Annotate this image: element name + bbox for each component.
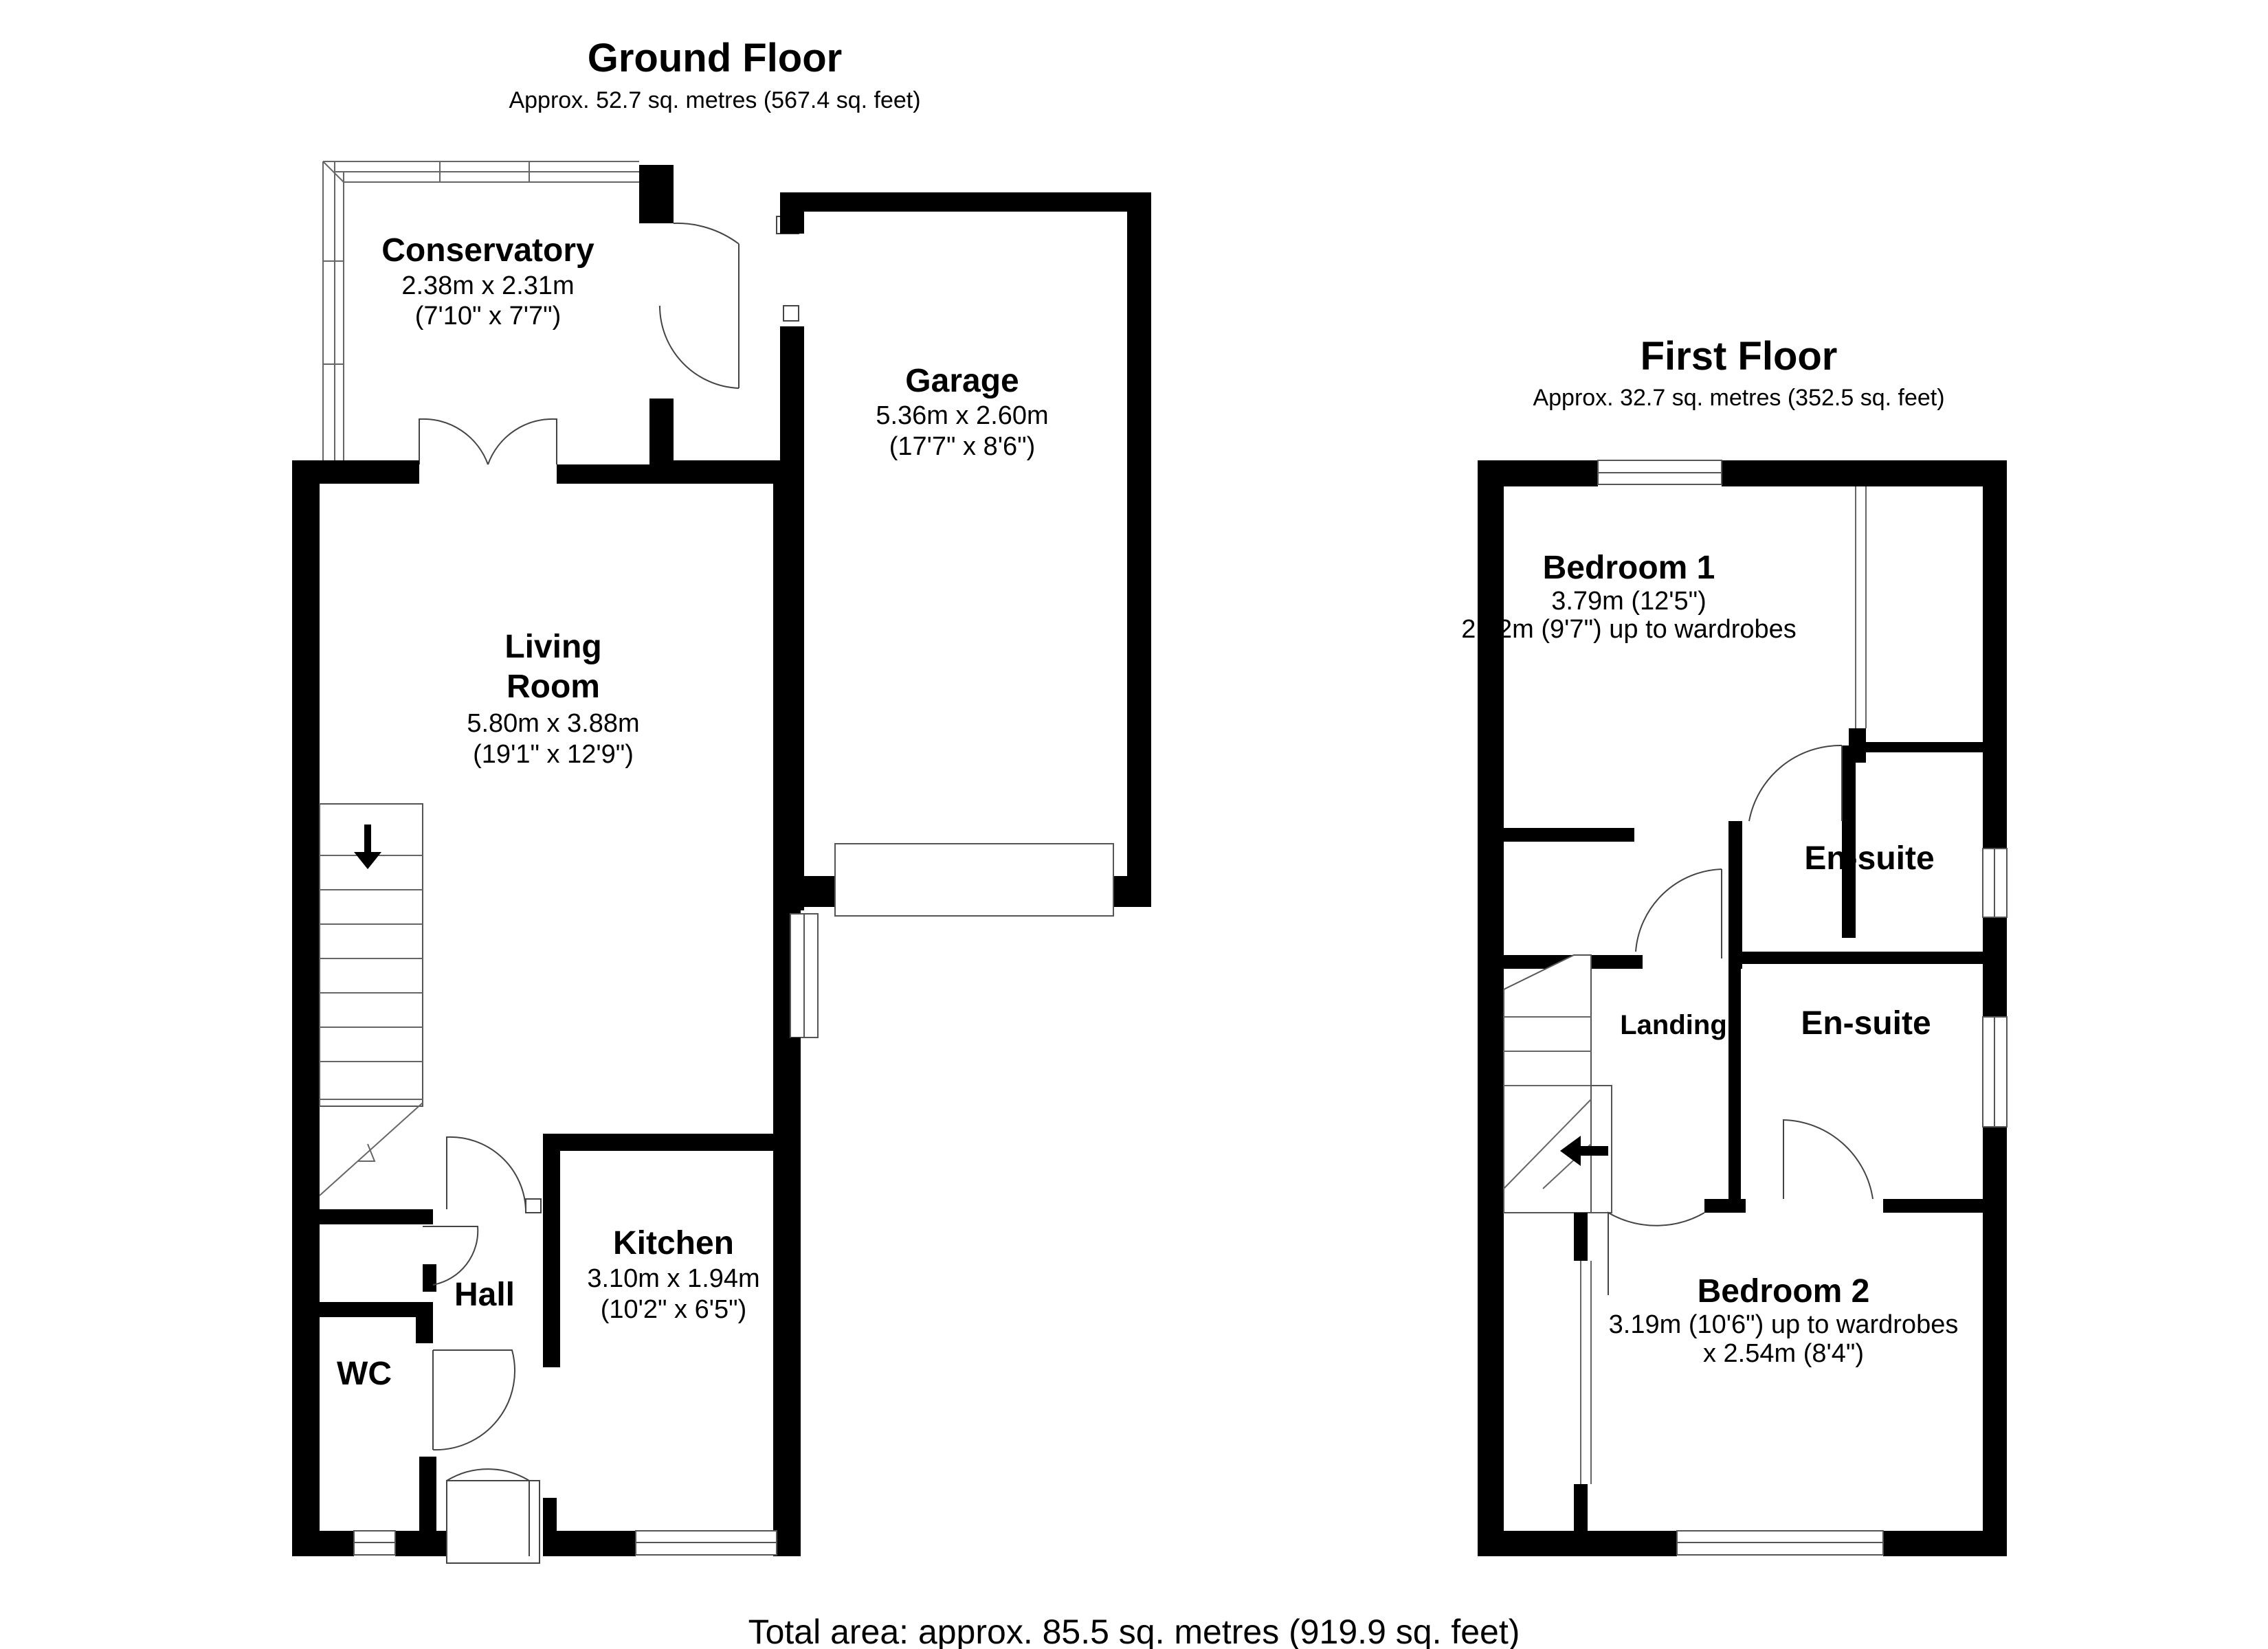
bedroom1-name: Bedroom 1 xyxy=(1543,550,1715,586)
bedroom2-window xyxy=(1676,1530,1884,1556)
staircase-ground xyxy=(319,803,423,1196)
bedroom2-name: Bedroom 2 xyxy=(1698,1273,1870,1310)
bedroom1-dim-line1: 3.79m (12'5") xyxy=(1551,587,1706,616)
conservatory-glazing xyxy=(322,161,639,464)
living-room-window xyxy=(790,913,819,1038)
wc-name: WC xyxy=(337,1356,392,1392)
first-floor-title: First Floor xyxy=(1641,334,1838,379)
conservatory-dim-imperial: (7'10" x 7'7") xyxy=(415,302,562,330)
kitchen-dim-metric: 3.10m x 1.94m xyxy=(587,1264,759,1293)
ensuite-upper-window xyxy=(1982,848,2008,918)
wc-window xyxy=(353,1530,396,1556)
ensuite-lower-window xyxy=(1982,1016,2008,1128)
bedroom2-dim-line2: x 2.54m (8'4") xyxy=(1703,1339,1864,1368)
ensuite-upper-name: En-suite xyxy=(1804,840,1934,877)
garage-name: Garage xyxy=(905,363,1019,399)
living-room-name-line2: Room xyxy=(507,669,600,705)
garage-dim-metric: 5.36m x 2.60m xyxy=(876,401,1048,430)
ensuite-lower-name: En-suite xyxy=(1801,1005,1931,1042)
stair-arrow-icon xyxy=(354,824,381,869)
ground-floor-title: Ground Floor xyxy=(588,36,843,80)
garage-door xyxy=(834,843,1114,917)
hall-name: Hall xyxy=(454,1277,515,1313)
landing-name: Landing xyxy=(1620,1010,1727,1040)
kitchen-name: Kitchen xyxy=(613,1225,734,1261)
staircase-first xyxy=(1503,954,1612,1213)
stair-arrow-icon xyxy=(1560,1136,1608,1166)
first-floor-plan xyxy=(1478,460,2008,1556)
ground-floor-plan xyxy=(292,161,1151,1564)
ground-floor-area: Approx. 52.7 sq. metres (567.4 sq. feet) xyxy=(509,87,920,113)
bedroom2-dim-line1: 3.19m (10'6") up to wardrobes xyxy=(1609,1310,1959,1339)
garage-dim-imperial: (17'7" x 8'6") xyxy=(889,432,1036,461)
kitchen-window xyxy=(635,1530,777,1556)
conservatory-name: Conservatory xyxy=(381,232,594,269)
first-floor-area: Approx. 32.7 sq. metres (352.5 sq. feet) xyxy=(1533,385,1944,411)
kitchen-dim-imperial: (10'2" x 6'5") xyxy=(601,1295,747,1324)
bedroom1-window xyxy=(1597,460,1722,485)
living-room-dim-metric: 5.80m x 3.88m xyxy=(467,709,639,738)
total-area: Total area: approx. 85.5 sq. metres (919… xyxy=(748,1613,1520,1649)
living-room-dim-imperial: (19'1" x 12'9") xyxy=(473,740,634,769)
bedroom1-dim-line2: 2.92m (9'7") up to wardrobes xyxy=(1461,615,1797,644)
living-room-name-line1: Living xyxy=(504,629,601,665)
conservatory-dim-metric: 2.38m x 2.31m xyxy=(401,271,574,300)
